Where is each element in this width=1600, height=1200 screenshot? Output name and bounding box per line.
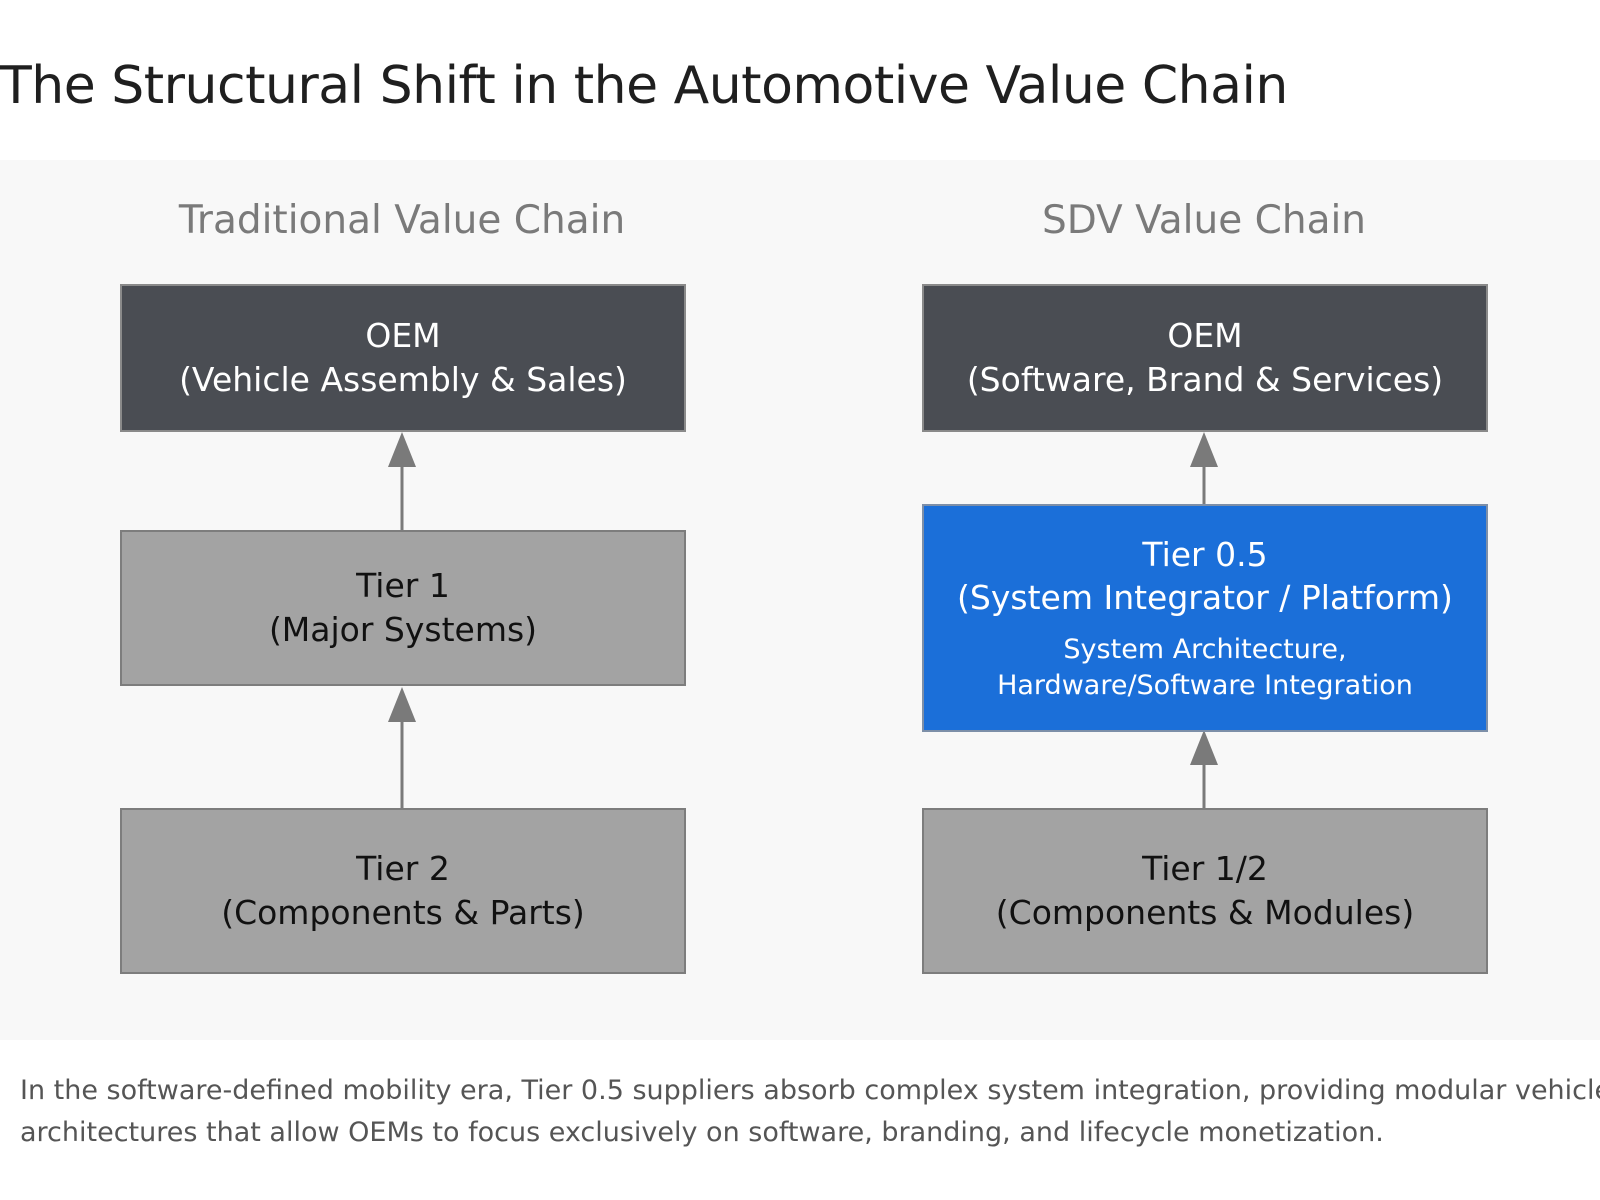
sdv-oem-box: OEM (Software, Brand & Services) (922, 284, 1488, 432)
sdv-chain-heading: SDV Value Chain (1041, 198, 1367, 243)
traditional-tier1-label: Tier 1 (356, 566, 450, 606)
sdv-tier05-detail-line2: Hardware/Software Integration (997, 669, 1413, 701)
sdv-tier05-detail-line1: System Architecture, (1063, 633, 1347, 665)
traditional-oem-role: (Vehicle Assembly & Sales) (179, 360, 627, 399)
sdv-tier05-box: Tier 0.5 (System Integrator / Platform) … (922, 504, 1488, 732)
caption-line2: architectures that allow OEMs to focus e… (20, 1116, 1384, 1148)
sdv-tier05-detail: System Architecture, Hardware/Software I… (997, 632, 1413, 703)
diagram-caption: In the software-defined mobility era, Ti… (20, 1070, 1600, 1154)
arrow-tier12-to-tier05 (1190, 730, 1218, 808)
traditional-tier2-label: Tier 2 (356, 849, 450, 889)
traditional-tier1-box: Tier 1 (Major Systems) (120, 530, 686, 686)
sdv-oem-role: (Software, Brand & Services) (966, 360, 1444, 399)
page-title: The Structural Shift in the Automotive V… (0, 56, 1288, 116)
arrow-tier05-to-oem (1190, 432, 1218, 504)
arrow-tier2-to-tier1 (388, 687, 416, 808)
sdv-tier05-role: (System Integrator / Platform) (957, 578, 1453, 618)
caption-line1: In the software-defined mobility era, Ti… (20, 1075, 1600, 1106)
sdv-tier12-label: Tier 1/2 (1142, 849, 1268, 889)
sdv-oem-label: OEM (1167, 316, 1243, 356)
traditional-tier2-box: Tier 2 (Components & Parts) (120, 808, 686, 974)
sdv-tier12-box: Tier 1/2 (Components & Modules) (922, 808, 1488, 974)
sdv-tier05-label: Tier 0.5 (1142, 534, 1268, 574)
arrow-tier1-to-oem (388, 432, 416, 530)
traditional-tier2-role: (Components & Parts) (221, 893, 585, 932)
sdv-tier12-role: (Components & Modules) (995, 893, 1415, 932)
traditional-chain-heading: Traditional Value Chain (178, 198, 626, 243)
traditional-tier1-role: (Major Systems) (268, 610, 538, 649)
traditional-oem-box: OEM (Vehicle Assembly & Sales) (120, 284, 686, 432)
value-chain-diagram: Traditional Value Chain OEM (Vehicle Ass… (0, 160, 1600, 1040)
traditional-oem-label: OEM (365, 316, 441, 356)
